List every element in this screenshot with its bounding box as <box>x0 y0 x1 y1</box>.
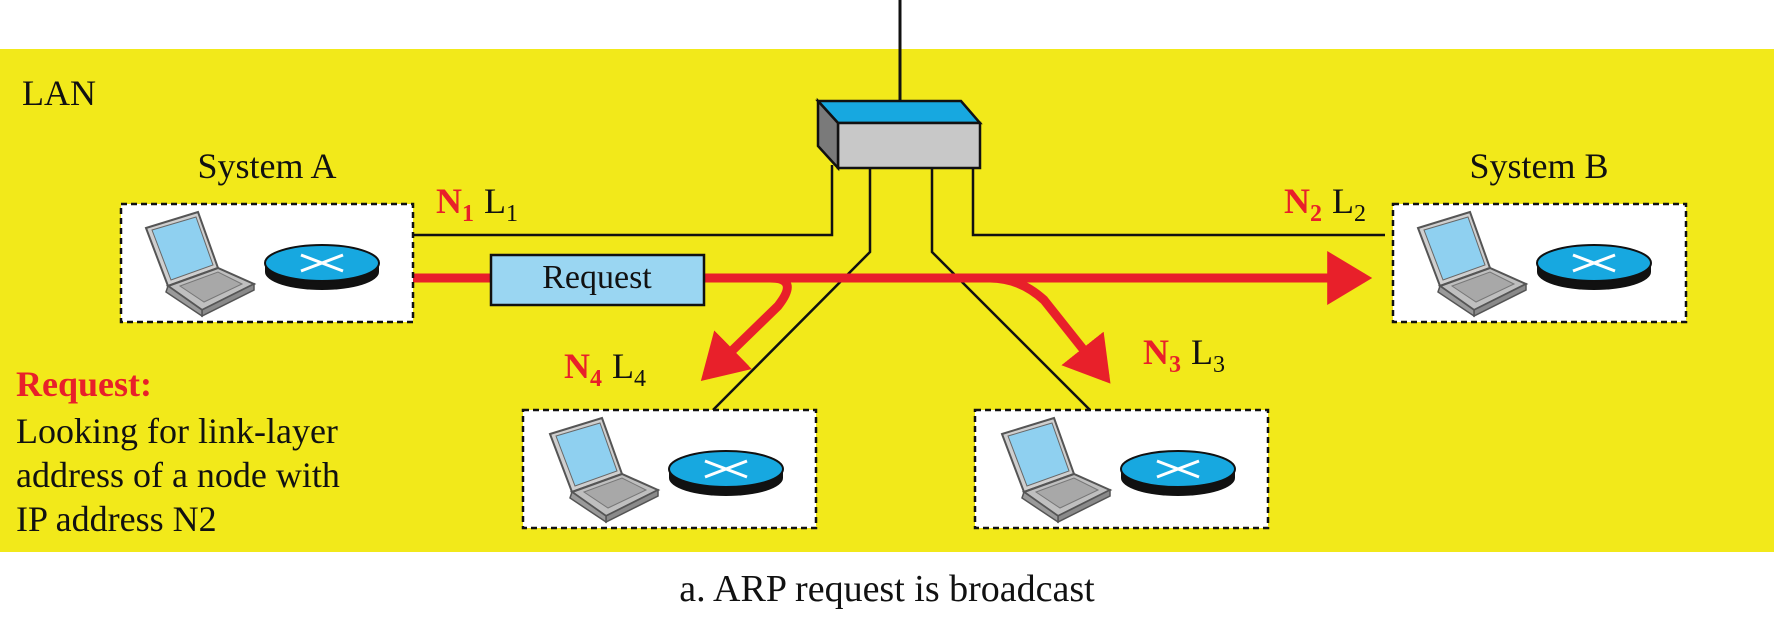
wire-node-3 <box>930 165 1091 411</box>
system-b-title: System B <box>1469 146 1608 186</box>
request-note-line: address of a node with <box>16 455 340 495</box>
request-note: Request: Looking for link-layer address … <box>16 364 340 539</box>
request-note-heading: Request: <box>16 364 152 404</box>
request-note-line: Looking for link-layer <box>16 411 338 451</box>
wire-node-4 <box>712 165 872 411</box>
lan-wires <box>413 165 1385 411</box>
arrow-to-node-4 <box>700 273 792 382</box>
system-a-title: System A <box>197 146 336 186</box>
figure-caption: a. ARP request is broadcast <box>679 568 1095 610</box>
request-note-line: IP address N2 <box>16 499 217 539</box>
system-b-box <box>1391 202 1688 324</box>
request-packet-label: Request <box>542 259 652 296</box>
request-packet: Request <box>489 253 706 307</box>
arrow-to-node-3 <box>989 273 1111 384</box>
wire-system-a <box>413 165 834 237</box>
wire-system-b <box>971 165 1385 237</box>
lan-label: LAN <box>22 73 96 113</box>
node-3-box <box>973 408 1270 530</box>
node-4-box <box>521 408 818 530</box>
system-a-box <box>119 202 415 324</box>
switch-hub <box>815 97 983 172</box>
